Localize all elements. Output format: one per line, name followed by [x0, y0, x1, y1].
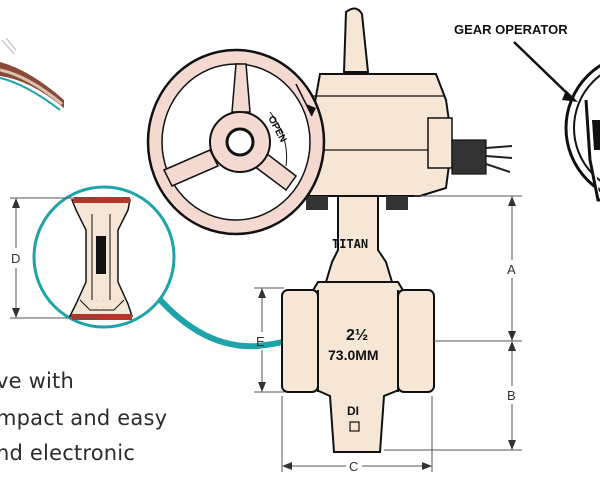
size-fraction-label: 2½: [346, 327, 368, 344]
gear-operator-detail: [564, 63, 600, 202]
dimension-b-label: B: [507, 388, 516, 403]
dimension-d: D: [10, 197, 98, 319]
handwheel: OPEN: [146, 48, 326, 236]
valve-body: TITAN 2½ 73.0MM DI: [281, 195, 435, 453]
dimension-a-label: A: [507, 262, 516, 277]
caption-line-3: nd electronic: [0, 441, 136, 465]
dimension-d-label: D: [11, 251, 20, 266]
dimension-c-label: C: [349, 459, 358, 474]
gear-operator-arrow: [513, 41, 573, 99]
di-label: DI: [347, 404, 359, 418]
size-metric-label: 73.0MM: [328, 347, 379, 363]
dimension-ab: A B: [384, 195, 522, 451]
dimension-e: E: [254, 287, 284, 393]
brand-label: TITAN: [332, 237, 368, 251]
caption-line-2: mpact and easy: [0, 406, 168, 430]
dimension-c: C: [281, 396, 433, 474]
caption-line-1: ve with: [0, 369, 74, 393]
pipe-section-view: [32, 185, 176, 329]
gear-box: [298, 7, 513, 210]
pipe-fragment: [0, 37, 64, 111]
dimension-e-label: E: [256, 334, 265, 349]
gear-operator-label: GEAR OPERATOR: [454, 22, 568, 37]
